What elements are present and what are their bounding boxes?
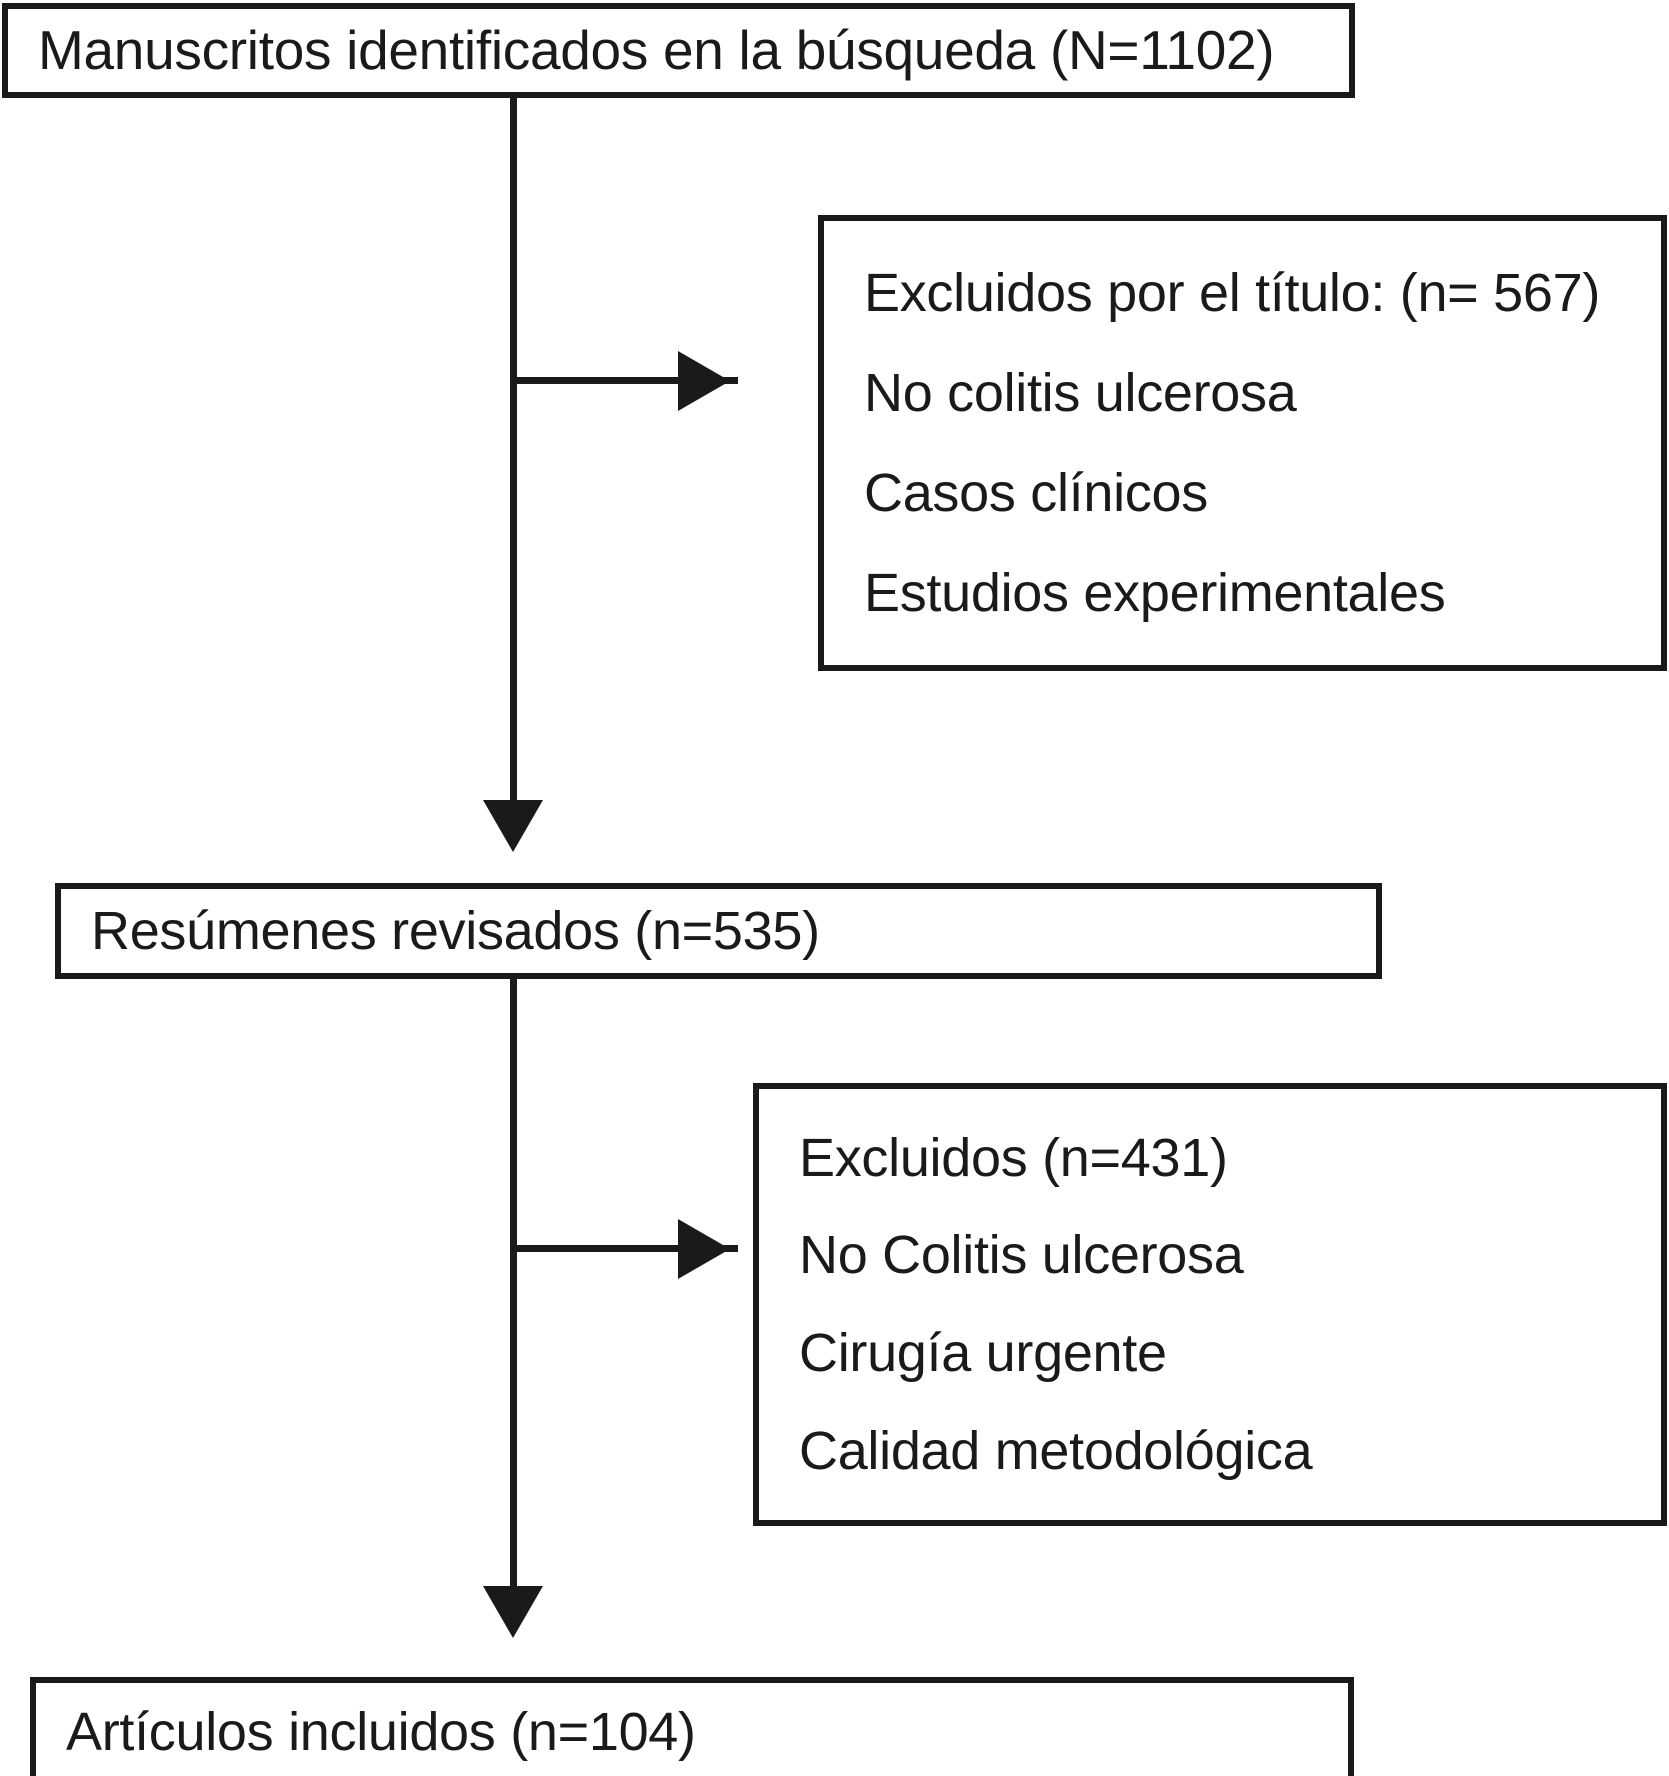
node-excluded-by-title: Excluidos por el título: (n= 567) No col… [818,215,1667,671]
node-included-label: Artículos incluidos (n=104) [66,1701,696,1762]
node-abstracts-label: Resúmenes revisados (n=535) [91,900,820,961]
node-abstracts-reviewed: Resúmenes revisados (n=535) [55,883,1382,979]
excluded-title-line-4: Estudios experimentales [864,562,1446,623]
connector-abstracts-to-excluded [510,1245,738,1252]
excluded-abstract-line-4: Calidad metodológica [799,1420,1313,1481]
arrowhead-right-icon [678,351,730,411]
node-excluded-abstracts: Excluidos (n=431) No Colitis ulcerosa Ci… [753,1083,1667,1526]
connector-identified-to-abstracts [510,97,517,802]
excluded-abstract-line-2: No Colitis ulcerosa [799,1225,1244,1286]
arrowhead-down-icon [483,1586,543,1638]
connector-abstracts-to-included [510,978,517,1588]
node-identified-records: Manuscritos identificados en la búsqueda… [2,3,1355,98]
arrowhead-down-icon [483,800,543,852]
excluded-title-line-1: Excluidos por el título: (n= 567) [864,262,1601,323]
excluded-abstract-line-3: Cirugía urgente [799,1323,1167,1384]
excluded-title-line-3: Casos clínicos [864,462,1208,523]
excluded-abstract-line-1: Excluidos (n=431) [799,1127,1228,1188]
excluded-title-line-2: No colitis ulcerosa [864,362,1297,423]
connector-identified-to-excluded-title [510,377,738,384]
node-identified-label: Manuscritos identificados en la búsqueda… [38,18,1275,81]
node-included-articles: Artículos incluidos (n=104) [30,1677,1354,1776]
arrowhead-right-icon [678,1219,730,1279]
